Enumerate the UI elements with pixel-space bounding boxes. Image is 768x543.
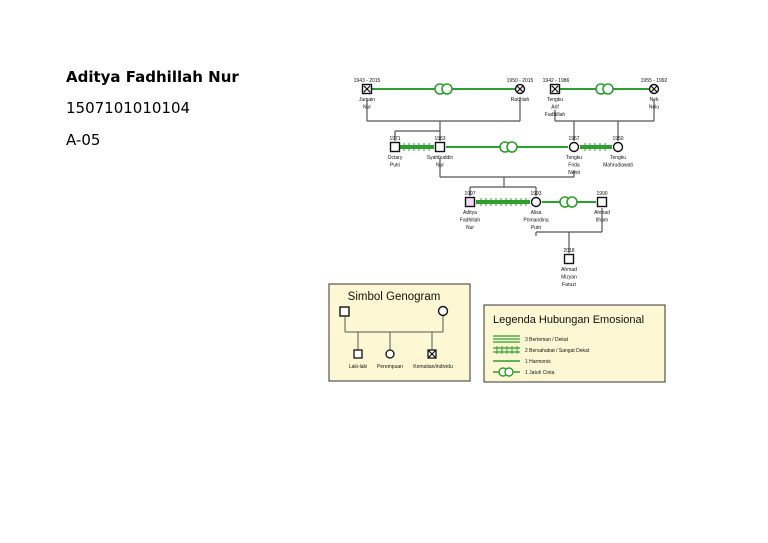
person-name-line: Frida (568, 163, 580, 169)
person-name-line: Faruzi (562, 282, 576, 288)
person-name-line: Primandina (523, 218, 549, 224)
genogram-lines (366, 88, 655, 253)
person-name-line: Ahmad (561, 267, 577, 273)
person-years: 1950 - 2015 (507, 78, 534, 84)
person-years: 1997 (464, 191, 475, 197)
male-symbol-icon (464, 196, 476, 208)
person-name-line: Ilham (596, 218, 608, 224)
person-name-line: Putri (390, 163, 400, 169)
legend-item-very-close: 2 Bersahabat / Sangat Dekat (525, 348, 590, 354)
person-name-line: Octary (388, 155, 403, 161)
person-name-line: Nur (363, 105, 371, 111)
legend-label-deceased: Kematian/individu (413, 364, 453, 370)
female-symbol-icon (530, 196, 542, 208)
close-relationship-hatches (403, 143, 606, 206)
female-icon (385, 349, 395, 359)
person-years: 1971 (389, 136, 400, 142)
deceased-cross (551, 85, 559, 93)
person-name-line: Nolu (649, 105, 660, 111)
deceased-cross (363, 85, 371, 93)
male-symbol-icon (563, 253, 575, 265)
symbol-legend-title: Simbol Genogram (348, 291, 441, 303)
person-years: 1955 - 1992 (641, 78, 668, 84)
person-years: 1990 (596, 191, 607, 197)
person-name-line: Nenti (568, 170, 580, 176)
person-name-line: Tengku (547, 97, 563, 103)
legend-label-female: Perempuan (377, 364, 403, 370)
legend-item-harmonious: 1 Harmonis (525, 359, 551, 365)
class-code: A-05 (66, 131, 101, 149)
legend-label-male: Laki-laki (349, 364, 367, 370)
love-markers (434, 83, 614, 208)
person-name-line: Nur (466, 225, 474, 231)
person-name-line: Tengku (566, 155, 582, 161)
female-circle-icon (437, 305, 449, 317)
person-years: 1993 (530, 191, 541, 197)
male-icon (353, 349, 363, 359)
symbol-legend: Simbol Genogram Laki-laki Perempuan Kema… (328, 283, 471, 382)
person-name-line: Aditya (463, 210, 477, 216)
person-name-line: Syahbuddin (427, 155, 454, 161)
person-name-line: Radhiah (511, 97, 530, 103)
student-id: 1507101010104 (66, 99, 191, 117)
legend-item-close: 3 Berteman / Dekat (525, 337, 569, 343)
person-name-line: Jumain (359, 97, 375, 103)
person-years: 1950 (612, 136, 623, 142)
emotional-legend: Legenda Hubungan Emosional 3 Berteman / … (483, 304, 666, 383)
person-name-line: Fadhillah (545, 112, 566, 118)
legend-item-in-love: 1 Jatuh Cinta (525, 370, 555, 376)
emotional-legend-title: Legenda Hubungan Emosional (493, 314, 644, 326)
person-name-line: Mahrudiawati (603, 163, 633, 169)
deceased-cross (516, 85, 524, 93)
author-name: Aditya Fadhillah Nur (66, 68, 239, 86)
person-name-line: Putri (531, 225, 541, 231)
male-symbol-icon (389, 141, 401, 153)
male-symbol-icon (434, 141, 446, 153)
person-name-line: Mizyan (561, 275, 577, 281)
person-years: 2018 (563, 248, 574, 254)
person-years: 1963 (434, 136, 445, 142)
male-square-icon (339, 306, 350, 317)
person-name-line: Alisa (531, 210, 542, 216)
female-symbol-icon (612, 141, 624, 153)
female-symbol-icon (568, 141, 580, 153)
person-name-line: Nur (436, 163, 444, 169)
person-name-line: Nek (650, 97, 659, 103)
person-name-line: Arif (551, 105, 559, 111)
person-name-line: Fadhillah (460, 218, 481, 224)
person-name-line: Tengku (610, 155, 626, 161)
person-years: 1967 (568, 136, 579, 142)
person-name-line: Ahmad (594, 210, 610, 216)
person-years: 1942 - 1986 (543, 78, 570, 84)
person-years: 1943 - 2015 (354, 78, 381, 84)
deceased-cross (650, 85, 658, 93)
male-symbol-icon (596, 196, 608, 208)
